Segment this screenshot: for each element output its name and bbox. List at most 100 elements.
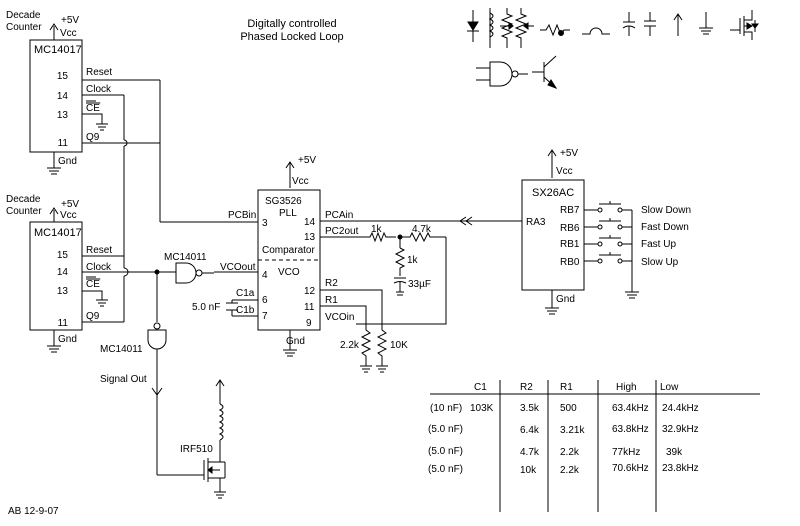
counter1-supply: +5V	[61, 15, 79, 26]
table-cell: 103K	[470, 403, 494, 414]
table-cell: 24.4kHz	[662, 403, 699, 414]
pll-c1a: C1a	[236, 288, 255, 299]
potentiometer-icon	[500, 8, 513, 48]
cap-33uf-label: 33µF	[408, 279, 431, 290]
table-cell: 3.5k	[520, 403, 540, 414]
counter2-pin14-num: 14	[57, 267, 69, 278]
pll-sub: PLL	[279, 208, 297, 219]
ground-icon	[699, 12, 713, 34]
table-cell: (10 nF)	[430, 403, 462, 414]
counter2-pin15-num: 15	[57, 250, 69, 261]
output-stage: MC14011 MC14011 Signal Out IRF510	[100, 252, 226, 498]
signal-out-label: Signal Out	[100, 374, 147, 385]
counter1-chip: MC14017	[34, 44, 82, 56]
counter2-gnd: Gnd	[58, 334, 77, 345]
values-table: C1 R2 R1 High Low (10 nF) 103K 3.5k 500 …	[428, 380, 760, 512]
table-cell: 2.2k	[560, 465, 580, 476]
counter2-pin11-name: Q9	[86, 311, 100, 322]
table-cell: 63.8kHz	[612, 424, 649, 435]
button-label-slow-up: Slow Up	[641, 257, 679, 268]
transistor-label: IRF510	[180, 444, 213, 455]
counter1-pin15-num: 15	[57, 71, 69, 82]
resistor-icon	[540, 25, 570, 35]
junction-dot-icon	[559, 31, 564, 36]
mcu-rb1: RB1	[560, 239, 580, 250]
table-header-r2: R2	[520, 382, 533, 393]
counter1-pin13-num: 13	[57, 110, 69, 121]
table-cell: (5.0 nF)	[428, 446, 463, 457]
pll-r2-name: R2	[325, 278, 338, 289]
counter1-body	[30, 40, 82, 152]
polarized-capacitor-icon	[623, 12, 635, 36]
loop-filter: 1k 4.7k 1k 33µF 2.2k 10K	[340, 224, 446, 372]
pll-comparator: Comparator	[262, 245, 315, 256]
counter2-supply: +5V	[61, 199, 79, 210]
button-label-slow-down: Slow Down	[641, 205, 691, 216]
counter2-chip: MC14017	[34, 227, 82, 239]
pll-vcoin-name: VCOin	[325, 312, 354, 323]
res-2k2-label: 2.2k	[340, 340, 360, 351]
supply-arrow-icon	[674, 14, 682, 36]
button-label-fast-down: Fast Down	[641, 222, 689, 233]
pll-pin13-num: 13	[304, 232, 316, 243]
pll-chip: +5V Vcc SG3526 PLL Comparator VCO Gnd PC…	[192, 155, 452, 356]
capacitor-icon	[644, 12, 656, 36]
pll-r1-name: R1	[325, 295, 338, 306]
table-cell: 39k	[666, 447, 683, 458]
table-cell: 2.2k	[560, 447, 580, 458]
counter1-pin14-num: 14	[57, 91, 69, 102]
decade-counter-2: Decade Counter +5V Vcc MC14017 Gnd 15 Re…	[6, 194, 172, 352]
mcu-ra3: RA3	[526, 217, 546, 228]
table-header-c1: C1	[474, 382, 487, 393]
pll-vco: VCO	[278, 267, 300, 278]
counter1-vcc: Vcc	[60, 28, 77, 39]
counter1-pin11-name: Q9	[86, 132, 100, 143]
counter2-pin15-name: Reset	[86, 245, 112, 256]
pll-pin11-num: 11	[304, 302, 315, 313]
table-header-low: Low	[660, 382, 679, 393]
counter2-body	[30, 222, 82, 330]
table-cell: 6.4k	[520, 425, 540, 436]
pll-pcbin-name: PCBin	[228, 210, 256, 221]
table-cell: 3.21k	[560, 425, 585, 436]
table-header-high: High	[616, 382, 637, 393]
pll-c1b: C1b	[236, 305, 255, 316]
mcu-chip-name: SX26AC	[532, 187, 574, 199]
button-label-fast-up: Fast Up	[641, 239, 676, 250]
diode-icon	[467, 10, 479, 42]
table-cell: 10k	[520, 465, 537, 476]
res-10k-label: 10K	[390, 340, 408, 351]
pll-vcc: Vcc	[292, 176, 309, 187]
counter1-caption-line1: Decade	[6, 10, 41, 21]
pll-pin12-num: 12	[304, 286, 316, 297]
counter2-pin14-name: Clock	[86, 262, 112, 273]
counter-wiring	[124, 80, 258, 322]
res-4k7-label: 4.7k	[412, 224, 432, 235]
inductor-icon	[490, 8, 493, 48]
jumper-icon	[582, 28, 610, 34]
counter1-gnd: Gnd	[58, 156, 77, 167]
cap-c1-value: 5.0 nF	[192, 302, 220, 313]
mcu-rb6: RB6	[560, 223, 580, 234]
table-cell: (5.0 nF)	[428, 424, 463, 435]
counter2-caption-line2: Counter	[6, 206, 42, 217]
table-cell: 4.7k	[520, 447, 540, 458]
table-cell: (5.0 nF)	[428, 464, 463, 475]
nand-gate-icon	[476, 62, 528, 86]
counter2-caption-line1: Decade	[6, 194, 41, 205]
pll-pcain-name: PCAin	[325, 210, 353, 221]
counter2-pin13-name: CE	[86, 279, 100, 290]
pll-pin9-num: 9	[306, 318, 312, 329]
counter2-pin11-num: 11	[58, 318, 69, 329]
footer-date: AB 12-9-07	[8, 506, 59, 517]
pll-pc2out-name: PC2out	[325, 226, 359, 237]
pll-pin14-num: 14	[304, 217, 316, 228]
table-cell: 77kHz	[612, 447, 640, 458]
pll-supply: +5V	[298, 155, 316, 166]
table-cell: 23.8kHz	[662, 463, 699, 474]
pll-pin4-num: 4	[262, 270, 268, 281]
pll-pin6-num: 6	[262, 295, 268, 306]
potentiometer2-icon	[516, 8, 534, 48]
nand2-label: MC14011	[100, 344, 143, 355]
table-cell: 70.6kHz	[612, 463, 649, 474]
